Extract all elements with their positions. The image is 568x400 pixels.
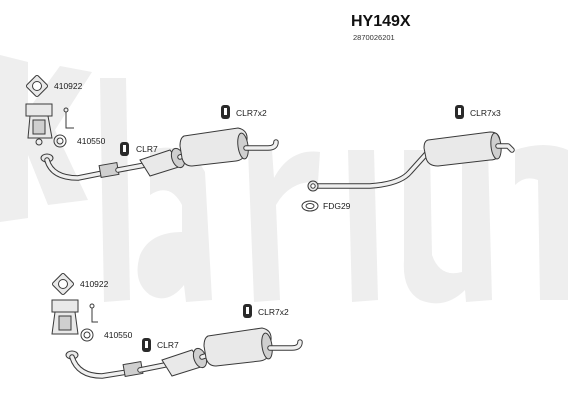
rear-silencer	[423, 131, 502, 167]
top-gasket-ring-label: 410550	[77, 136, 106, 146]
bottom-gasket-icon	[52, 273, 74, 295]
top-gasket-icon	[26, 75, 48, 97]
rear-tail-pipe	[495, 143, 515, 153]
bottom-clamp-mid-icon	[243, 304, 252, 318]
top-clamp-mid-icon	[221, 105, 230, 119]
top-front-pipe	[44, 157, 121, 181]
bottom-center-pipe	[137, 362, 168, 373]
bottom-gasket-ring-icon	[80, 328, 94, 342]
top-gasket-label: 410922	[54, 81, 83, 91]
diagram-title: HY149X	[351, 13, 411, 30]
bottom-gasket-ring-label: 410550	[104, 330, 133, 340]
bottom-middle-silencer	[203, 327, 273, 367]
bottom-tail-pipe	[267, 339, 303, 351]
bottom-catalytic-converter	[161, 347, 208, 377]
top-clamp-front-icon	[120, 142, 129, 156]
bottom-catalyst-manifold	[51, 299, 79, 335]
bottom-oxygen-sensor-icon	[89, 303, 98, 323]
top-catalyst-manifold	[25, 103, 53, 146]
rear-ring-icon	[301, 200, 319, 212]
bottom-front-pipe	[69, 354, 143, 379]
rear-pipe	[313, 149, 431, 189]
brand-watermark	[0, 55, 568, 304]
bottom-clamp-front-label: CLR7	[157, 340, 179, 350]
top-middle-silencer	[179, 127, 249, 167]
top-center-pipe	[115, 162, 148, 173]
rear-flange-icon	[307, 180, 319, 192]
rear-clamp-icon	[455, 105, 464, 119]
rear-ring-label: FDG29	[323, 201, 351, 211]
top-clamp-mid-label: CLR7x2	[236, 108, 267, 118]
bottom-clamp-front-icon	[142, 338, 151, 352]
top-gasket-ring-icon	[53, 134, 67, 148]
top-tail-pipe	[243, 139, 279, 151]
bottom-gasket-label: 410922	[80, 279, 109, 289]
rear-clamp-label: CLR7x3	[470, 108, 501, 118]
diagram-subtitle: 2870026201	[353, 33, 395, 42]
bottom-clamp-mid-label: CLR7x2	[258, 307, 289, 317]
top-clamp-front-label: CLR7	[136, 144, 158, 154]
top-oxygen-sensor-icon	[63, 107, 74, 129]
